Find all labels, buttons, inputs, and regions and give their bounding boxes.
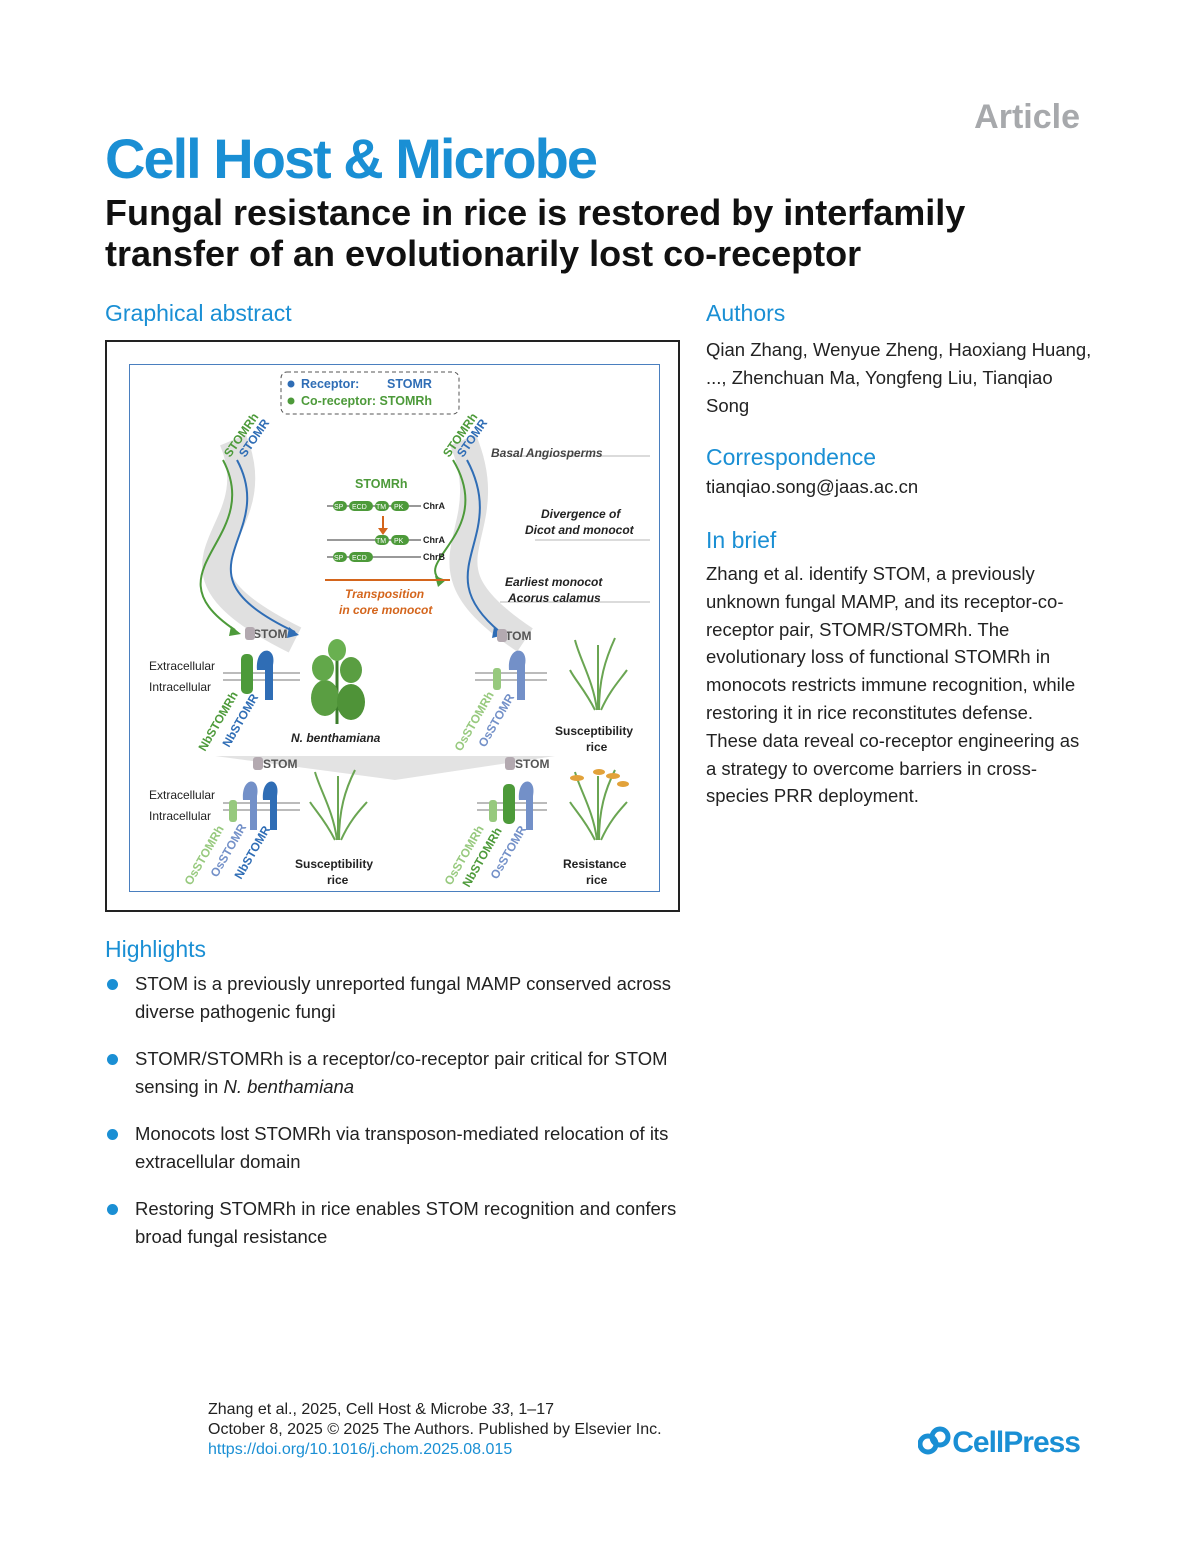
svg-text:TM: TM <box>376 538 386 545</box>
right-stomr-arrow <box>466 459 501 633</box>
svg-text:Susceptibility: Susceptibility <box>555 724 633 738</box>
correspondence-heading: Correspondence <box>706 444 877 470</box>
legend-box <box>280 371 460 415</box>
copyright-line: October 8, 2025 © 2025 The Authors. Publ… <box>208 1421 662 1438</box>
svg-text:rice: rice <box>327 873 349 887</box>
highlights-list: STOM is a previously unreported fungal M… <box>105 970 705 1270</box>
left-stomr-arrowhead <box>287 627 299 638</box>
graphical-abstract-frame <box>129 364 660 892</box>
legend-receptor-label: Receptor: <box>301 377 359 391</box>
acorus-label: Acorus calamus <box>507 591 601 605</box>
highlights-heading: Highlights <box>105 936 206 962</box>
nbstomr-receptor <box>256 650 274 700</box>
svg-text:ChrB: ChrB <box>423 552 445 562</box>
bullet-icon <box>107 1204 118 1215</box>
divergence-label-2: Dicot and monocot <box>525 523 635 537</box>
svg-text:SP: SP <box>334 555 344 562</box>
nbstomrh-receptor <box>241 654 253 694</box>
bullet-icon <box>107 1054 118 1065</box>
transposition-label-1: Transposition <box>345 587 424 601</box>
authors-heading: Authors <box>706 300 786 326</box>
legend-coreceptor: Co-receptor: STOMRh <box>301 394 432 408</box>
cellpress-link-icon <box>917 1426 951 1455</box>
citation-line: Zhang et al., 2025, Cell Host & Microbe … <box>208 1401 554 1418</box>
svg-text:PK: PK <box>394 538 404 545</box>
right-stomrh-arrowhead <box>435 576 446 587</box>
receptor-legend-dot <box>287 380 295 388</box>
bullet-icon <box>107 979 118 990</box>
cellpress-logo: CellPress <box>917 1426 1081 1460</box>
left-stomrh-arrow <box>199 459 236 631</box>
svg-text:ChrA: ChrA <box>423 535 445 545</box>
osstomrh-truncated <box>493 668 501 690</box>
svg-text:SP: SP <box>334 504 344 511</box>
svg-text:PK: PK <box>394 504 404 511</box>
svg-text:ECD: ECD <box>352 504 367 511</box>
benthamiana-plant-icon <box>311 680 339 716</box>
coreceptor-legend-dot <box>287 397 295 405</box>
svg-text:ChrA: ChrA <box>423 501 445 511</box>
article-label: Article <box>974 98 1080 136</box>
highlight-item: Monocots lost STOMRh via transposon-medi… <box>105 1120 705 1176</box>
pk-domain <box>391 501 409 511</box>
left-lineage-ribbon <box>202 434 302 653</box>
svg-text:rice: rice <box>586 873 608 887</box>
paper-title: Fungal resistance in rice is restored by… <box>105 192 966 274</box>
left-stomrh-arrowhead <box>229 626 241 636</box>
transfer-funnel <box>215 756 555 780</box>
basal-angiosperms-label: Basal Angiosperms <box>491 446 603 460</box>
in-brief-heading: In brief <box>706 527 777 553</box>
correspondence-email[interactable]: tianqiao.song@jaas.ac.cn <box>706 476 919 497</box>
intracellular-label-2: Intracellular <box>149 809 211 823</box>
legend-receptor-value: STOMR <box>387 377 432 391</box>
svg-text:STOM: STOM <box>253 627 287 641</box>
svg-text:STOM: STOM <box>515 757 549 771</box>
citation-footer: Zhang et al., 2025, Cell Host & Microbe … <box>208 1400 662 1460</box>
highlight-item: Restoring STOMRh in rice enables STOM re… <box>105 1195 705 1251</box>
svg-text:STOM: STOM <box>263 757 297 771</box>
earliest-monocot-label: Earliest monocot <box>505 575 603 589</box>
doi-link[interactable]: https://doi.org/10.1016/j.chom.2025.08.0… <box>208 1441 513 1458</box>
bullet-icon <box>107 1129 118 1140</box>
n-benthamiana-label: N. benthamiana <box>291 731 381 745</box>
graphical-abstract-heading: Graphical abstract <box>105 300 292 326</box>
susceptible-rice-icon-2 <box>309 769 368 841</box>
journal-title: Cell Host & Microbe <box>105 127 598 190</box>
transposition-label-2: in core monocot <box>339 603 433 617</box>
svg-text:Resistance: Resistance <box>563 857 627 871</box>
in-brief-text: Zhang et al. identify STOM, a previously… <box>706 563 1080 807</box>
svg-text:Susceptibility: Susceptibility <box>295 857 373 871</box>
divergence-label-1: Divergence of <box>541 507 621 521</box>
highlight-item: STOMR/STOMRh is a receptor/co-receptor p… <box>105 1045 705 1101</box>
authors-list: Qian Zhang, Wenyue Zheng, Haoxiang Huang… <box>706 339 1092 416</box>
sp-domain <box>333 501 347 511</box>
tm-domain <box>375 501 389 511</box>
extracellular-label-1: Extracellular <box>149 659 215 673</box>
svg-text:rice: rice <box>586 740 608 754</box>
graphical-abstract-figure: Receptor: STOMR Co-receptor: STOMRh STOM… <box>149 371 650 890</box>
ecd-domain <box>349 501 373 511</box>
gene-stomrh-title: STOMRh <box>355 477 408 491</box>
right-lineage-ribbon <box>449 434 533 652</box>
susceptible-rice-icon-1 <box>569 637 628 711</box>
osstomr-receptor <box>508 650 526 700</box>
svg-text:ECD: ECD <box>352 555 367 562</box>
intracellular-label-1: Intracellular <box>149 680 211 694</box>
left-stomr-arrow <box>229 459 296 633</box>
right-stomrh-arrow <box>434 459 467 581</box>
svg-text:TM: TM <box>376 504 386 511</box>
graphical-abstract: Receptor: STOMR Co-receptor: STOMRh STOM… <box>105 340 680 912</box>
extracellular-label-2: Extracellular <box>149 788 215 802</box>
highlight-item: STOM is a previously unreported fungal M… <box>105 970 705 1026</box>
